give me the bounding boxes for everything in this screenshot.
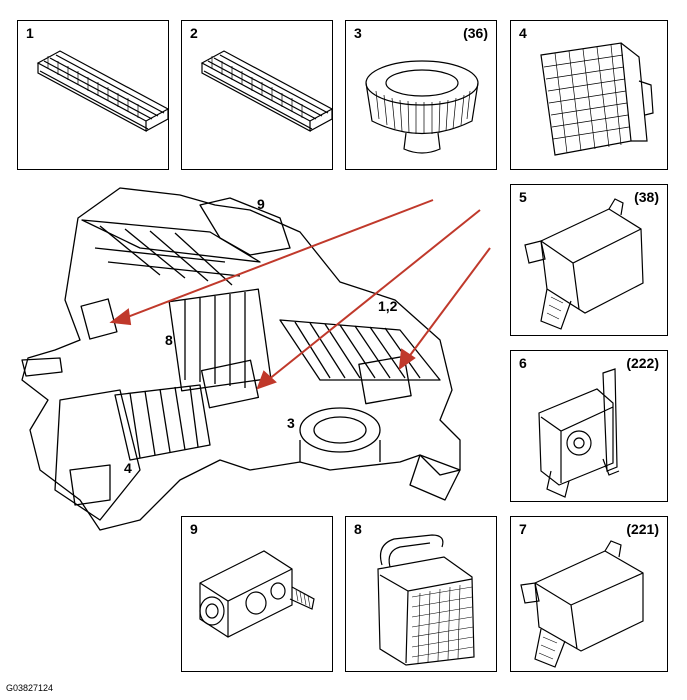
panel-number: 7 [519,521,527,537]
panel-3: 3 (36) [345,20,497,170]
red-arrows [109,199,491,390]
housing-outline [21,187,461,531]
actuator-icon [520,540,644,668]
panel-number: 5 [519,189,527,205]
blower-motor-icon [365,60,479,154]
lever-actuator-icon [538,368,620,498]
evaporator-icon [377,534,475,666]
panel-quantity: (38) [634,189,659,205]
panel-1: 1 [17,20,170,170]
arrow-head-3 [398,348,416,371]
arrow-line-1 [124,199,434,319]
filter-icon [36,50,170,133]
panel-number: 9 [190,521,198,537]
panel-number: 2 [190,25,198,41]
filter-icon [200,50,334,133]
arrow-line-2 [267,209,481,381]
actuator-right [358,355,412,405]
callout-1-2: 1,2 [378,298,398,314]
panel-quantity: (221) [626,521,659,537]
expansion-valve-icon [199,550,315,638]
panel-number: 6 [519,355,527,371]
heater-core-icon [540,42,654,156]
callout-3: 3 [287,415,295,431]
panel-8: 8 [345,516,497,672]
panel-2: 2 [181,20,334,170]
panel-5: 5 (38) [510,184,668,336]
panel-number: 3 [354,25,362,41]
panel-number: 1 [26,25,34,41]
panel-number: 4 [519,25,527,41]
panel-4: 4 [510,20,668,170]
panel-9: 9 [181,516,333,672]
panel-6: 6 (222) [510,350,668,502]
arrow-head-2 [256,370,277,390]
panel-quantity: (222) [626,355,659,371]
actuator-left [80,298,118,340]
panel-7: 7 (221) [510,516,668,672]
figure-code: G03827124 [6,683,54,693]
arrow-head-1 [109,308,132,326]
callout-4: 4 [124,460,132,476]
panel-number: 8 [354,521,362,537]
callout-8: 8 [165,332,173,348]
panel-quantity: (36) [463,25,488,41]
callout-9: 9 [257,196,265,212]
actuator-center [200,359,260,409]
actuator-icon [524,198,644,330]
arrow-line-3 [407,247,491,359]
